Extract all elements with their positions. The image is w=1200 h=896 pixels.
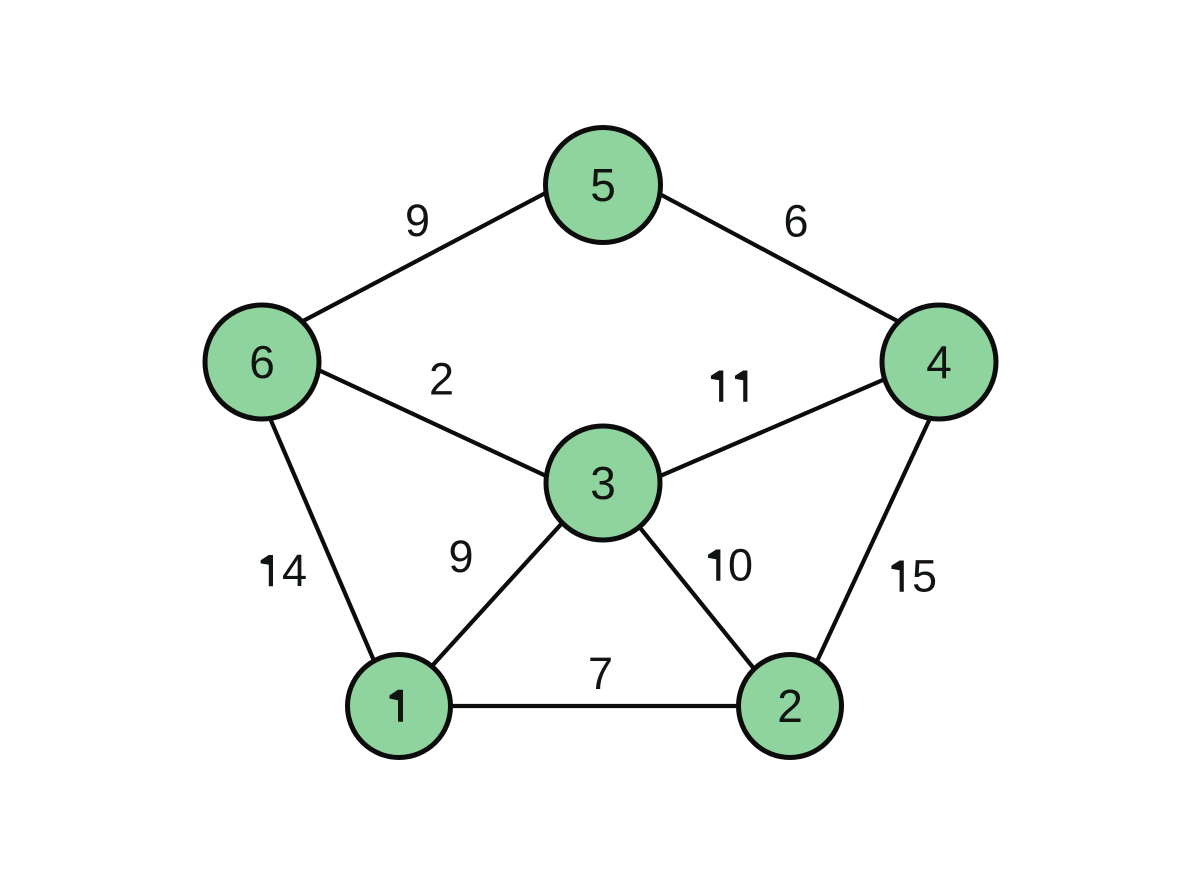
svg-text:3: 3 (590, 457, 616, 509)
svg-text:2: 2 (777, 680, 803, 732)
svg-text:0: 0 (728, 540, 753, 591)
svg-text:9: 9 (448, 531, 473, 582)
svg-text:9: 9 (405, 195, 430, 246)
svg-text:5: 5 (590, 159, 616, 211)
svg-text:4: 4 (282, 545, 307, 596)
svg-text:2: 2 (429, 354, 454, 405)
svg-text:6: 6 (249, 336, 275, 388)
svg-text:5: 5 (912, 551, 937, 602)
svg-text:4: 4 (926, 336, 952, 388)
svg-text:6: 6 (783, 196, 808, 247)
svg-text:7: 7 (588, 648, 613, 699)
